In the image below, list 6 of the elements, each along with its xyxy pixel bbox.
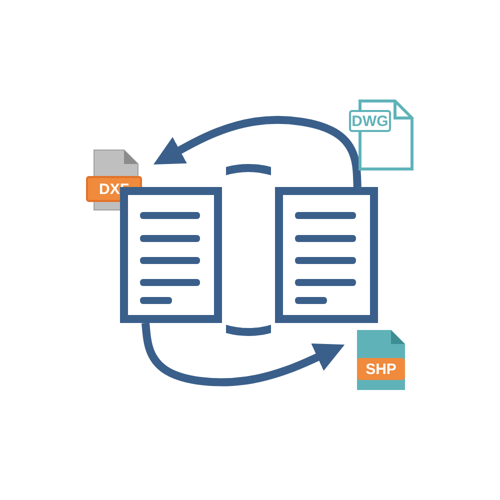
- file-type-label: SHP: [357, 358, 405, 380]
- cycle-arrow: [142, 322, 345, 386]
- file-type-label: DWG: [349, 110, 391, 132]
- document-drawing: [275, 187, 378, 323]
- cycle-arrow: [153, 116, 362, 188]
- cycle-ring: [226, 164, 271, 336]
